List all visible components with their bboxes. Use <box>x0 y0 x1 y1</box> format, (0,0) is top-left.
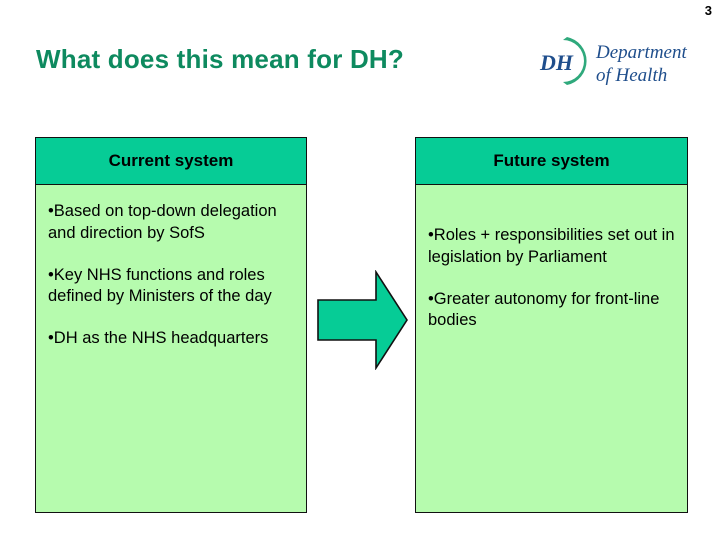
logo-monogram: DH <box>539 50 574 75</box>
slide-number: 3 <box>704 3 712 18</box>
future-system-header: Future system <box>416 138 687 185</box>
logo-word-line2: of Health <box>596 65 667 86</box>
list-item: •Greater autonomy for front-line bodies <box>428 289 660 330</box>
current-system-body: •Based on top-down delegation and direct… <box>36 185 306 360</box>
list-item: •Key NHS functions and roles defined by … <box>48 265 272 306</box>
future-system-panel: Future system •Roles + responsibilities … <box>415 137 688 513</box>
list-item: •Roles + responsibilities set out in leg… <box>428 226 675 266</box>
right-arrow-icon <box>314 270 410 370</box>
future-system-body: •Roles + responsibilities set out in leg… <box>416 185 687 342</box>
current-system-header: Current system <box>36 138 306 185</box>
logo-swoosh-icon <box>537 36 587 86</box>
logo-word-line1: Department <box>595 42 687 63</box>
list-item: •DH as the NHS headquarters <box>48 329 269 348</box>
list-item: •Based on top-down delegation and direct… <box>48 202 277 242</box>
current-system-panel: Current system •Based on top-down delega… <box>35 137 307 513</box>
department-of-health-logo: DH Department of Health <box>518 30 698 92</box>
page-title: What does this mean for DH? <box>36 44 404 74</box>
